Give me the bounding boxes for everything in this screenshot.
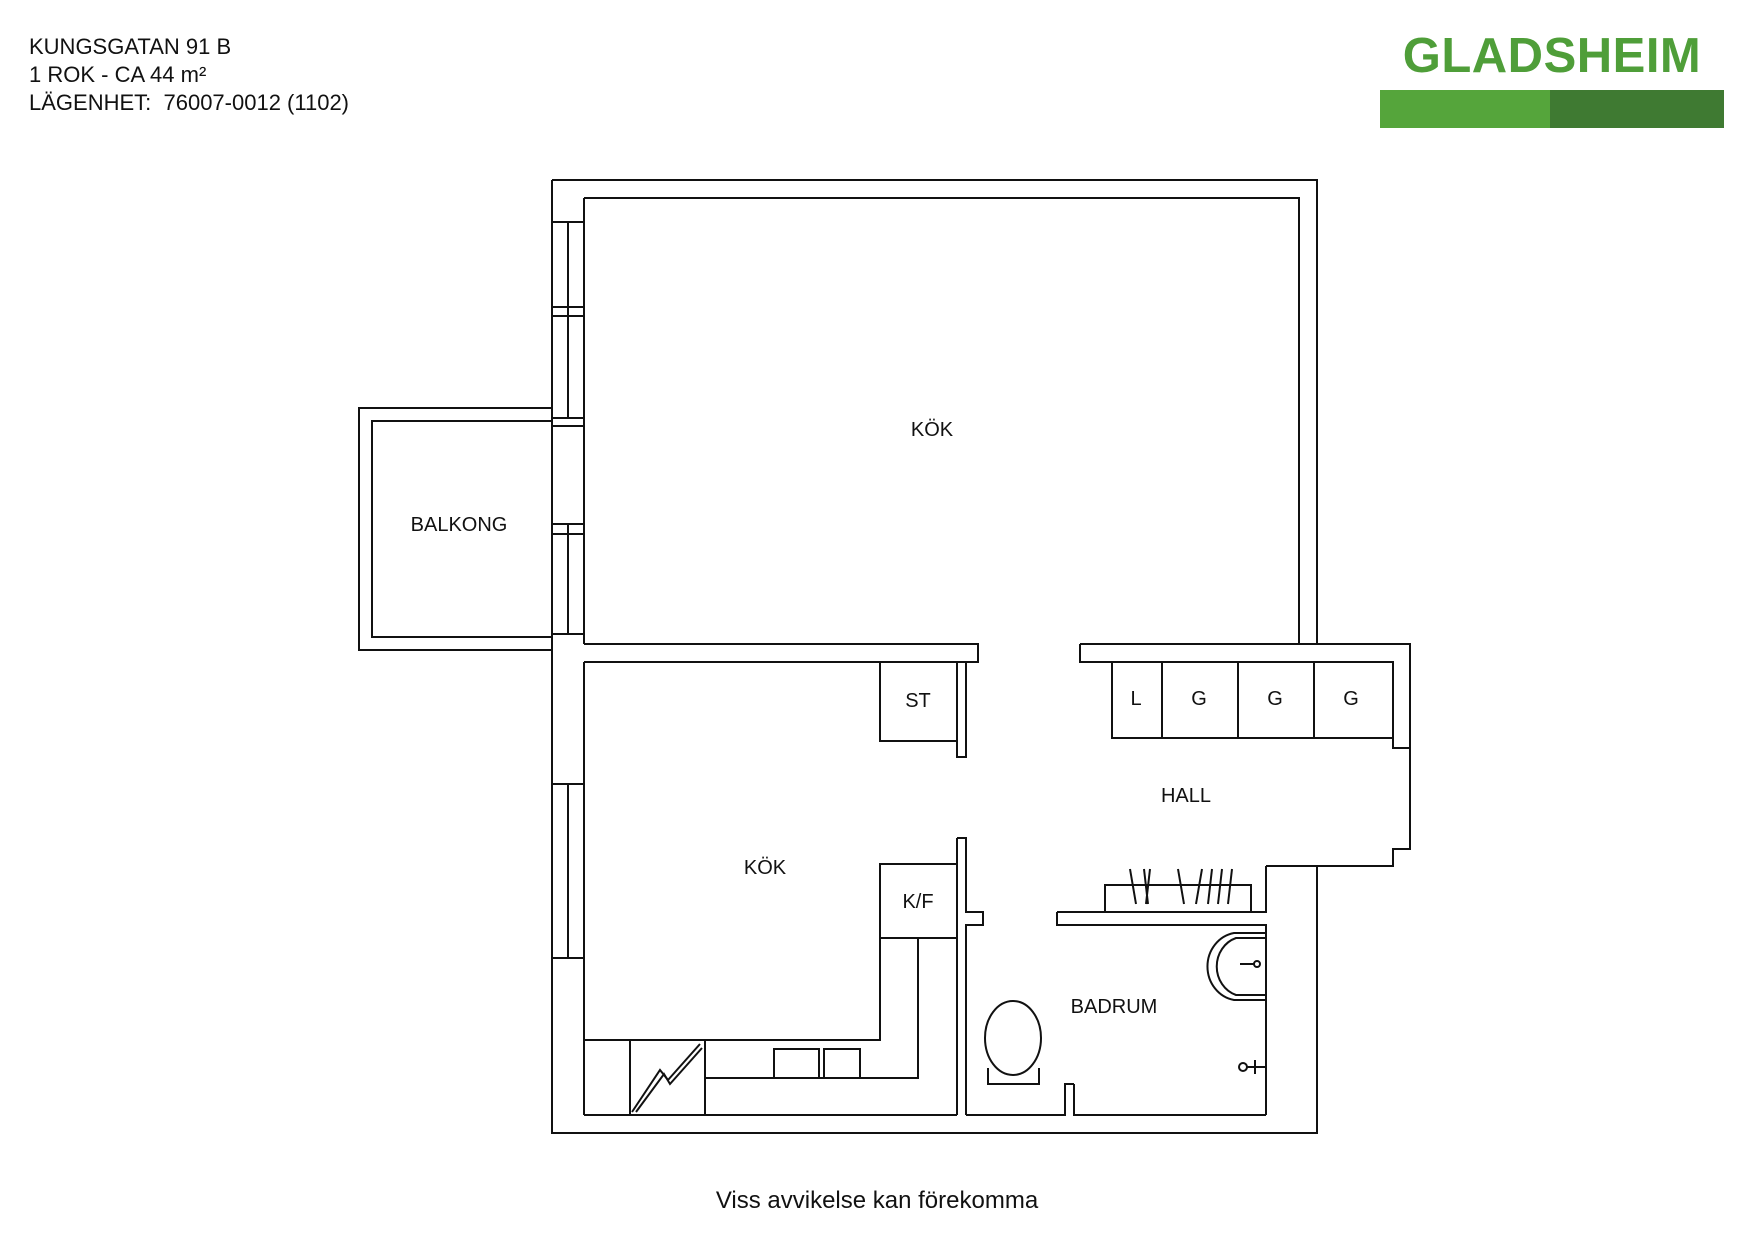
coat-rack	[1104, 868, 1252, 913]
size-text: 1 ROK - CA 44 m²	[29, 62, 207, 87]
wardrobes	[1111, 662, 1393, 739]
toilet-fixture	[984, 1000, 1042, 1085]
closet-g2-label: G	[1267, 688, 1283, 710]
fridge-freezer-label: K/F	[902, 891, 933, 913]
closet-l-label: L	[1130, 688, 1141, 710]
logo-bar-light	[1380, 90, 1550, 128]
closet-g1-label: G	[1191, 688, 1207, 710]
gladsheim-logo: GLADSHEIM	[1380, 28, 1724, 128]
windows	[552, 221, 584, 959]
logo-wordmark: GLADSHEIM	[1402, 29, 1702, 83]
hall-label: HALL	[1161, 785, 1211, 807]
balcony-label: BALKONG	[411, 514, 508, 536]
apartment-number-text: LÄGENHET: 76007-0012 (1102)	[29, 90, 349, 115]
balcony	[358, 407, 552, 651]
kitchen-label: KÖK	[744, 857, 787, 879]
kitchen-counter	[584, 938, 919, 1116]
sink-fixture	[1206, 932, 1266, 1001]
storage-label: ST	[905, 690, 931, 712]
apartment-info: KUNGSGATAN 91 B 1 ROK - CA 44 m² LÄGENHE…	[29, 33, 349, 117]
shower-fixture	[1238, 1060, 1266, 1074]
storage-closet	[879, 661, 958, 742]
interior-walls	[583, 643, 1410, 1116]
logo-bar	[1380, 90, 1724, 128]
address-text: KUNGSGATAN 91 B	[29, 34, 232, 59]
closet-g3-label: G	[1343, 688, 1359, 710]
outer-walls	[551, 179, 1411, 1134]
disclaimer-text: Viss avvikelse kan förekomma	[715, 1187, 1039, 1214]
room-labels: KÖK BALKONG ST KÖK K/F HALL BADRUM L G G…	[411, 419, 1359, 1018]
bathroom-label: BADRUM	[1071, 996, 1158, 1018]
logo-bar-dark	[1550, 90, 1724, 128]
main-room-label: KÖK	[911, 419, 954, 441]
